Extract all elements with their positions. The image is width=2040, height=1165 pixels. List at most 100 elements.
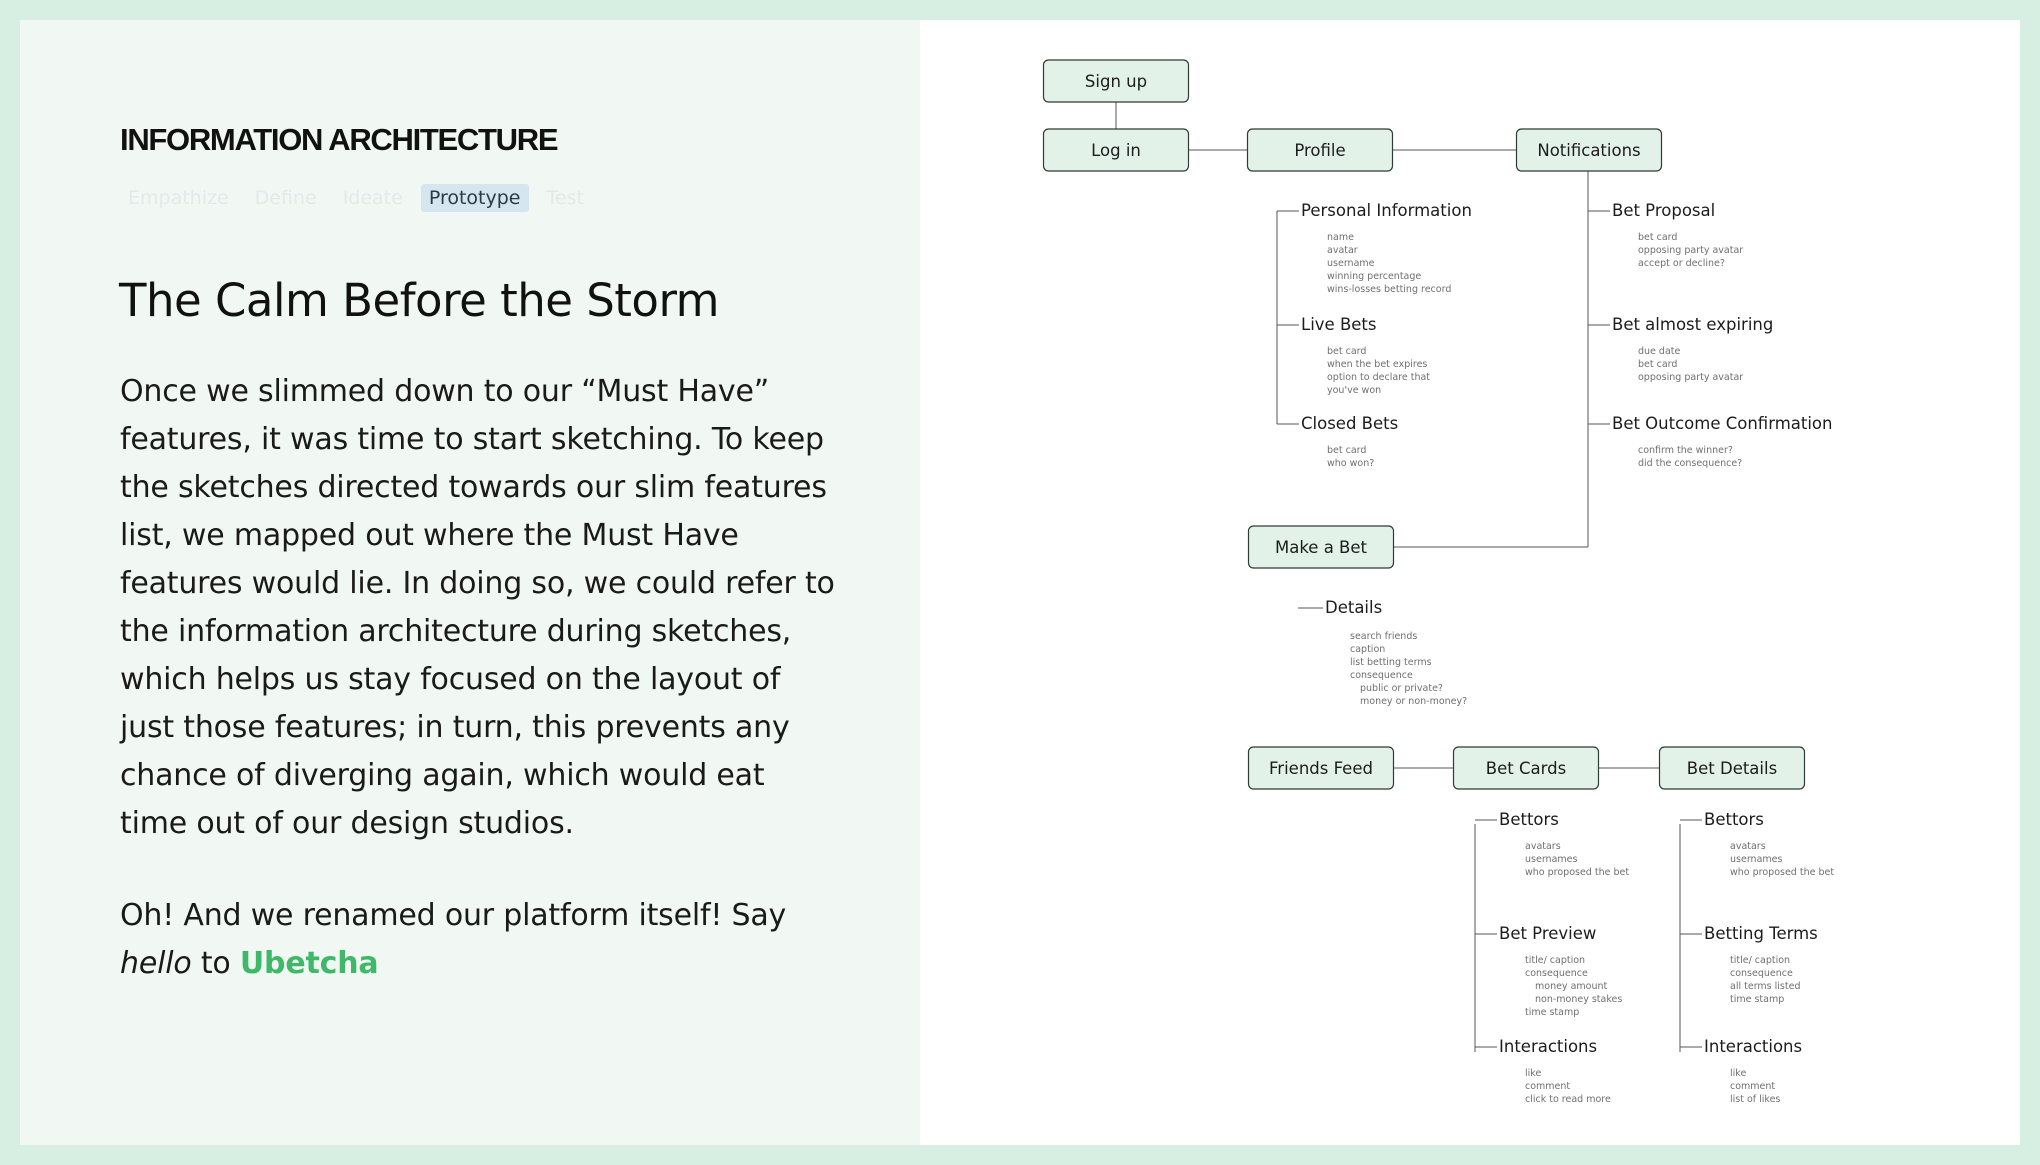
rename-paragraph: Oh! And we renamed our platform itself! … bbox=[120, 892, 840, 988]
hello-word: hello bbox=[120, 946, 192, 981]
betdetails-branch-detail: time stamp bbox=[1730, 994, 1784, 1005]
betdetails-branch-heading: Betting Terms bbox=[1704, 924, 1818, 943]
notification-branch-detail: confirm the winner? bbox=[1638, 445, 1733, 456]
profile-branch-detail: username bbox=[1327, 258, 1375, 269]
betcards-branch-detail: non-money stakes bbox=[1535, 994, 1622, 1005]
diagram-panel: Personal Information name avatar username wi… bbox=[920, 20, 2020, 1145]
betcards-branch-heading: Interactions bbox=[1499, 1037, 1597, 1056]
notification-branch-detail: accept or decline? bbox=[1638, 258, 1725, 269]
node-box bbox=[1247, 746, 1395, 790]
profile-branch-detail: winning percentage bbox=[1327, 271, 1421, 282]
profile-branch-heading: Closed Bets bbox=[1301, 414, 1398, 433]
profile-branch-detail: avatar bbox=[1327, 245, 1358, 256]
rename-lead: Oh! And we renamed our platform itself! … bbox=[120, 898, 787, 933]
profile-branch-detail: when the bet expires bbox=[1327, 359, 1427, 370]
notification-branch-detail: bet card bbox=[1638, 359, 1677, 370]
betcards-branch-detail: money amount bbox=[1535, 981, 1608, 992]
makebet-branch-detail: search friends bbox=[1350, 631, 1417, 642]
node-box bbox=[1658, 746, 1806, 790]
design-phase-tags: Empathize Define Ideate Prototype Test bbox=[120, 184, 592, 212]
phase-empathize: Empathize bbox=[128, 187, 229, 209]
phase-define: Define bbox=[254, 187, 317, 209]
body-paragraph: Once we slimmed down to our “Must Have” … bbox=[120, 374, 835, 841]
node-box bbox=[1246, 128, 1394, 172]
node-label: Bet Details bbox=[1687, 759, 1777, 778]
to-word: to bbox=[191, 946, 240, 981]
betdetails-branch-detail: title/ caption bbox=[1730, 955, 1790, 966]
betdetails-branch-detail: comment bbox=[1730, 1081, 1775, 1092]
makebet-branch-heading: Details bbox=[1325, 598, 1382, 617]
node-label: Profile bbox=[1294, 141, 1345, 160]
slide: INFORMATION ARCHITECTURE Empathize Defin… bbox=[20, 20, 2020, 1145]
profile-branch-detail: who won? bbox=[1327, 458, 1374, 469]
profile-branch-detail: bet card bbox=[1327, 445, 1366, 456]
betcards-branch-detail: click to read more bbox=[1525, 1094, 1611, 1105]
notification-branch-heading: Bet almost expiring bbox=[1612, 315, 1773, 334]
notification-branch-heading: Bet Proposal bbox=[1612, 201, 1715, 220]
betdetails-branch-detail: like bbox=[1730, 1068, 1746, 1079]
profile-branch-detail: you've won bbox=[1327, 385, 1381, 396]
betdetails-branch-detail: avatars bbox=[1730, 841, 1766, 852]
betcards-branch-detail: time stamp bbox=[1525, 1007, 1579, 1018]
node-login: Log in bbox=[1042, 128, 1190, 172]
betcards-branch-detail: title/ caption bbox=[1525, 955, 1585, 966]
page-title: The Calm Before the Storm bbox=[119, 274, 720, 327]
betdetails-branch-detail: all terms listed bbox=[1730, 981, 1800, 992]
text-panel: INFORMATION ARCHITECTURE Empathize Defin… bbox=[20, 20, 920, 1145]
node-bet-cards: Bet Cards bbox=[1452, 746, 1600, 790]
makebet-branch-detail: consequence bbox=[1350, 670, 1413, 681]
profile-branch-detail: name bbox=[1327, 232, 1354, 243]
node-profile: Profile bbox=[1246, 128, 1394, 172]
section-label: INFORMATION ARCHITECTURE bbox=[120, 122, 559, 157]
profile-branch-heading: Live Bets bbox=[1301, 315, 1376, 334]
betdetails-branch-detail: who proposed the bet bbox=[1730, 867, 1834, 878]
node-box bbox=[1452, 746, 1600, 790]
node-box bbox=[1042, 59, 1190, 103]
node-make-bet: Make a Bet bbox=[1247, 525, 1395, 569]
betcards-branch-detail: who proposed the bet bbox=[1525, 867, 1629, 878]
betcards-branch-heading: Bet Preview bbox=[1499, 924, 1596, 943]
node-label: Log in bbox=[1091, 141, 1141, 160]
makebet-branch-detail: caption bbox=[1350, 644, 1385, 655]
betdetails-branch-heading: Bettors bbox=[1704, 810, 1764, 829]
makebet-branch-detail: public or private? bbox=[1360, 683, 1443, 694]
betdetails-branch-detail: consequence bbox=[1730, 968, 1793, 979]
node-friends-feed: Friends Feed bbox=[1247, 746, 1395, 790]
betcards-branch-detail: avatars bbox=[1525, 841, 1561, 852]
profile-branch-detail: bet card bbox=[1327, 346, 1366, 357]
betcards-branch-heading: Bettors bbox=[1499, 810, 1559, 829]
betcards-branch-detail: like bbox=[1525, 1068, 1541, 1079]
node-label: Make a Bet bbox=[1275, 538, 1368, 557]
profile-branch-heading: Personal Information bbox=[1301, 201, 1472, 220]
phase-test: Test bbox=[546, 187, 584, 209]
phase-ideate: Ideate bbox=[342, 187, 403, 209]
node-signup: Sign up bbox=[1042, 59, 1190, 103]
betcards-branch-detail: consequence bbox=[1525, 968, 1588, 979]
betdetails-branch-detail: usernames bbox=[1730, 854, 1782, 865]
notification-branch-detail: due date bbox=[1638, 346, 1680, 357]
node-label: Notifications bbox=[1537, 141, 1640, 160]
notification-branch-detail: did the consequence? bbox=[1638, 458, 1742, 469]
node-box bbox=[1042, 128, 1190, 172]
node-label: Sign up bbox=[1085, 72, 1147, 91]
node-bet-details: Bet Details bbox=[1658, 746, 1806, 790]
brand-name: Ubetcha bbox=[239, 946, 379, 981]
notification-branch-detail: opposing party avatar bbox=[1638, 372, 1743, 383]
betdetails-branch-heading: Interactions bbox=[1704, 1037, 1802, 1056]
profile-branch-detail: option to declare that bbox=[1327, 372, 1430, 383]
betdetails-branch-detail: list of likes bbox=[1730, 1094, 1780, 1105]
makebet-branch-detail: list betting terms bbox=[1350, 657, 1432, 668]
node-box bbox=[1247, 525, 1395, 569]
profile-branch-detail: wins-losses betting record bbox=[1327, 284, 1451, 295]
betcards-branch-detail: comment bbox=[1525, 1081, 1570, 1092]
information-architecture-diagram: Personal Information name avatar username wi… bbox=[1042, 59, 1834, 1105]
notification-branch-heading: Bet Outcome Confirmation bbox=[1612, 414, 1833, 433]
node-label: Friends Feed bbox=[1269, 759, 1373, 778]
notification-branch-detail: opposing party avatar bbox=[1638, 245, 1743, 256]
phase-prototype: Prototype bbox=[420, 184, 529, 212]
betcards-branch-detail: usernames bbox=[1525, 854, 1577, 865]
makebet-branch-detail: money or non-money? bbox=[1360, 696, 1467, 707]
node-label: Bet Cards bbox=[1486, 759, 1566, 778]
node-box bbox=[1515, 128, 1663, 172]
notification-branch-detail: bet card bbox=[1638, 232, 1677, 243]
